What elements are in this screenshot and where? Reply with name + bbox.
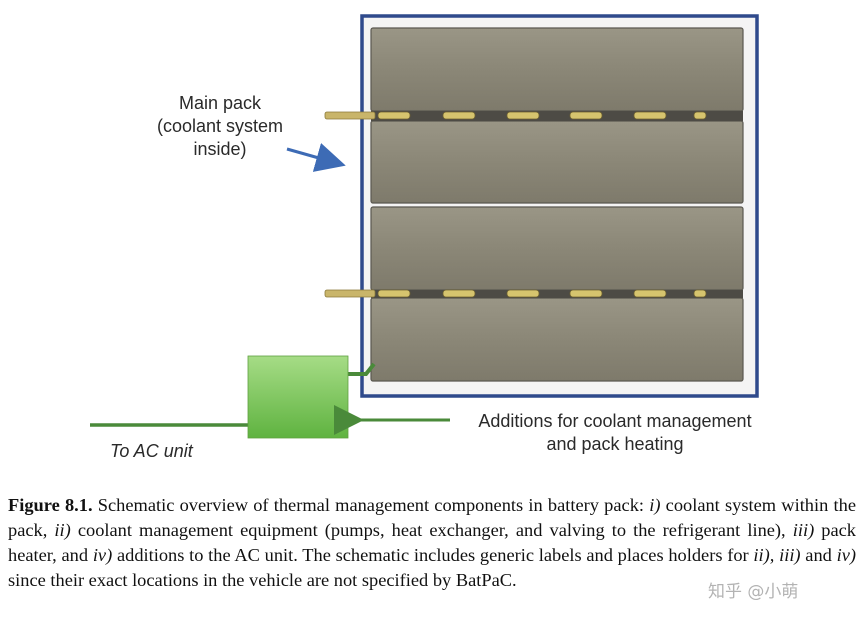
caption-text: coolant management equipment (pumps, hea… [70,520,793,540]
caption-ref: i) [649,495,661,515]
main-pack-arrow [286,143,346,172]
caption-text: additions to the AC unit. The schematic … [112,545,754,565]
additions-label-line2: and pack heating [546,434,684,454]
coolant-equipment-box [247,355,349,439]
main-pack-label-line1: Main pack [178,93,262,113]
to-ac-label: To AC unit [110,441,193,461]
main-pack-label-line3: inside) [193,139,247,159]
figure-caption: Figure 8.1. Schematic overview of therma… [8,493,856,593]
watermark: 知乎 @小萌 [708,582,799,602]
caption-text: pack heater, and [8,520,856,565]
additions-label: Additions for coolant management and pac… [440,410,790,456]
caption-text: coolant system within the pack, [8,495,856,540]
main-pack-label-line2: (coolant system [156,116,284,136]
caption-ref: iii) [792,520,815,540]
module-3 [370,206,744,291]
coolant-channel-upper [324,111,743,121]
module-2 [370,120,744,204]
module-1 [370,27,744,112]
figure-number: Figure 8.1. [8,495,93,515]
coolant-channel-lower [324,289,743,298]
caption-text: and [800,545,837,565]
additions-label-line1: Additions for coolant management [478,411,752,431]
caption-text: since their exact locations in the vehic… [8,570,517,590]
caption-ref: ii), iii) [753,545,801,565]
caption-text: Schematic overview of thermal management… [92,495,650,515]
caption-ref: iv) [92,545,113,565]
caption-ref: iv) [836,545,857,565]
caption-ref: ii) [54,520,71,540]
main-pack-label: Main pack (coolant system inside) [140,92,300,161]
thermal-schematic [90,14,759,439]
pack-connection [346,362,376,376]
module-4 [370,297,744,382]
